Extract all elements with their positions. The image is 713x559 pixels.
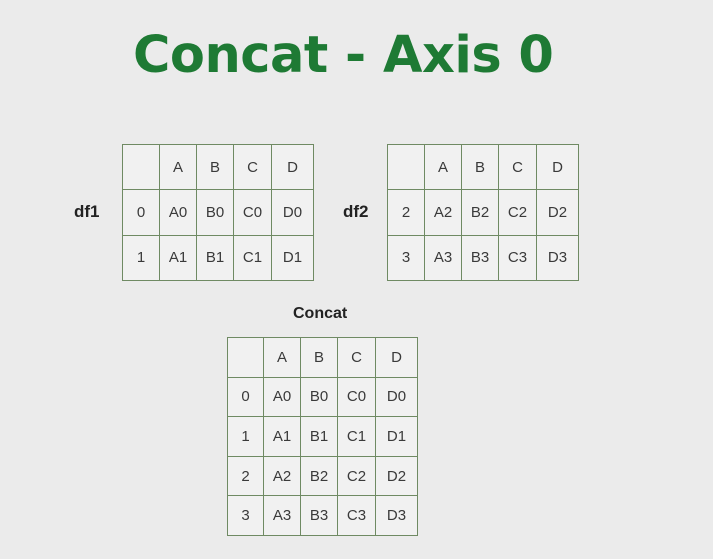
df1-header-cell: A [159,143,197,191]
page-title: Concat - Axis 0 [133,26,554,85]
df1-cell: C1 [233,234,272,282]
df1-header-cell: D [271,143,314,191]
df1-label: df1 [74,202,100,221]
df2-header-cell: C [498,143,537,191]
df1-cell: A1 [159,234,197,282]
df1-cell: D0 [271,189,314,236]
df2-cell: D3 [536,234,579,282]
df1-cell: D1 [271,234,314,282]
df2-cell: A2 [424,189,462,236]
df2-header-cell: D [536,143,579,191]
concat-cell: B1 [300,416,338,457]
df2-cell: D2 [536,189,579,236]
concat-cell: A1 [263,416,301,457]
concat-cell: C0 [337,376,376,418]
df2-label: df2 [343,202,369,221]
concat-index-cell: 2 [227,455,264,497]
concat-header-cell: D [375,337,418,378]
concat-header-cell: C [337,337,376,378]
concat-cell: B3 [300,495,338,536]
df2-header-cell: B [461,143,499,191]
concat-index-cell: 0 [227,376,264,418]
df2-header-cell [387,143,425,191]
df2-index-cell: 2 [387,189,425,236]
df1-index-cell: 1 [122,234,160,282]
df1-header-cell: C [233,143,272,191]
df1-cell: B0 [196,189,234,236]
concat-cell: C1 [337,416,376,457]
df2-cell: C3 [498,234,537,282]
concat-cell: D1 [375,416,418,457]
concat-index-cell: 3 [227,495,264,536]
concat-header-cell: A [263,337,301,378]
df2-header-cell: A [424,143,462,191]
concat-header-cell: B [300,337,338,378]
df1-cell: A0 [159,189,197,236]
df1-cell: C0 [233,189,272,236]
df1-cell: B1 [196,234,234,282]
df2-cell: A3 [424,234,462,282]
concat-index-cell: 1 [227,416,264,457]
concat-cell: C2 [337,455,376,497]
concat-cell: D3 [375,495,418,536]
concat-cell: B0 [300,376,338,418]
concat-cell: D0 [375,376,418,418]
concat-header-cell [227,337,264,378]
concat-cell: C3 [337,495,376,536]
df1-header-cell: B [196,143,234,191]
df1-header-cell [122,143,160,191]
df2-cell: B3 [461,234,499,282]
concat-cell: B2 [300,455,338,497]
concat-caption: Concat [293,305,348,322]
df2-index-cell: 3 [387,234,425,282]
concat-cell: A2 [263,455,301,497]
df1-index-cell: 0 [122,189,160,236]
df2-cell: B2 [461,189,499,236]
concat-cell: A0 [263,376,301,418]
concat-cell: A3 [263,495,301,536]
df2-cell: C2 [498,189,537,236]
concat-cell: D2 [375,455,418,497]
